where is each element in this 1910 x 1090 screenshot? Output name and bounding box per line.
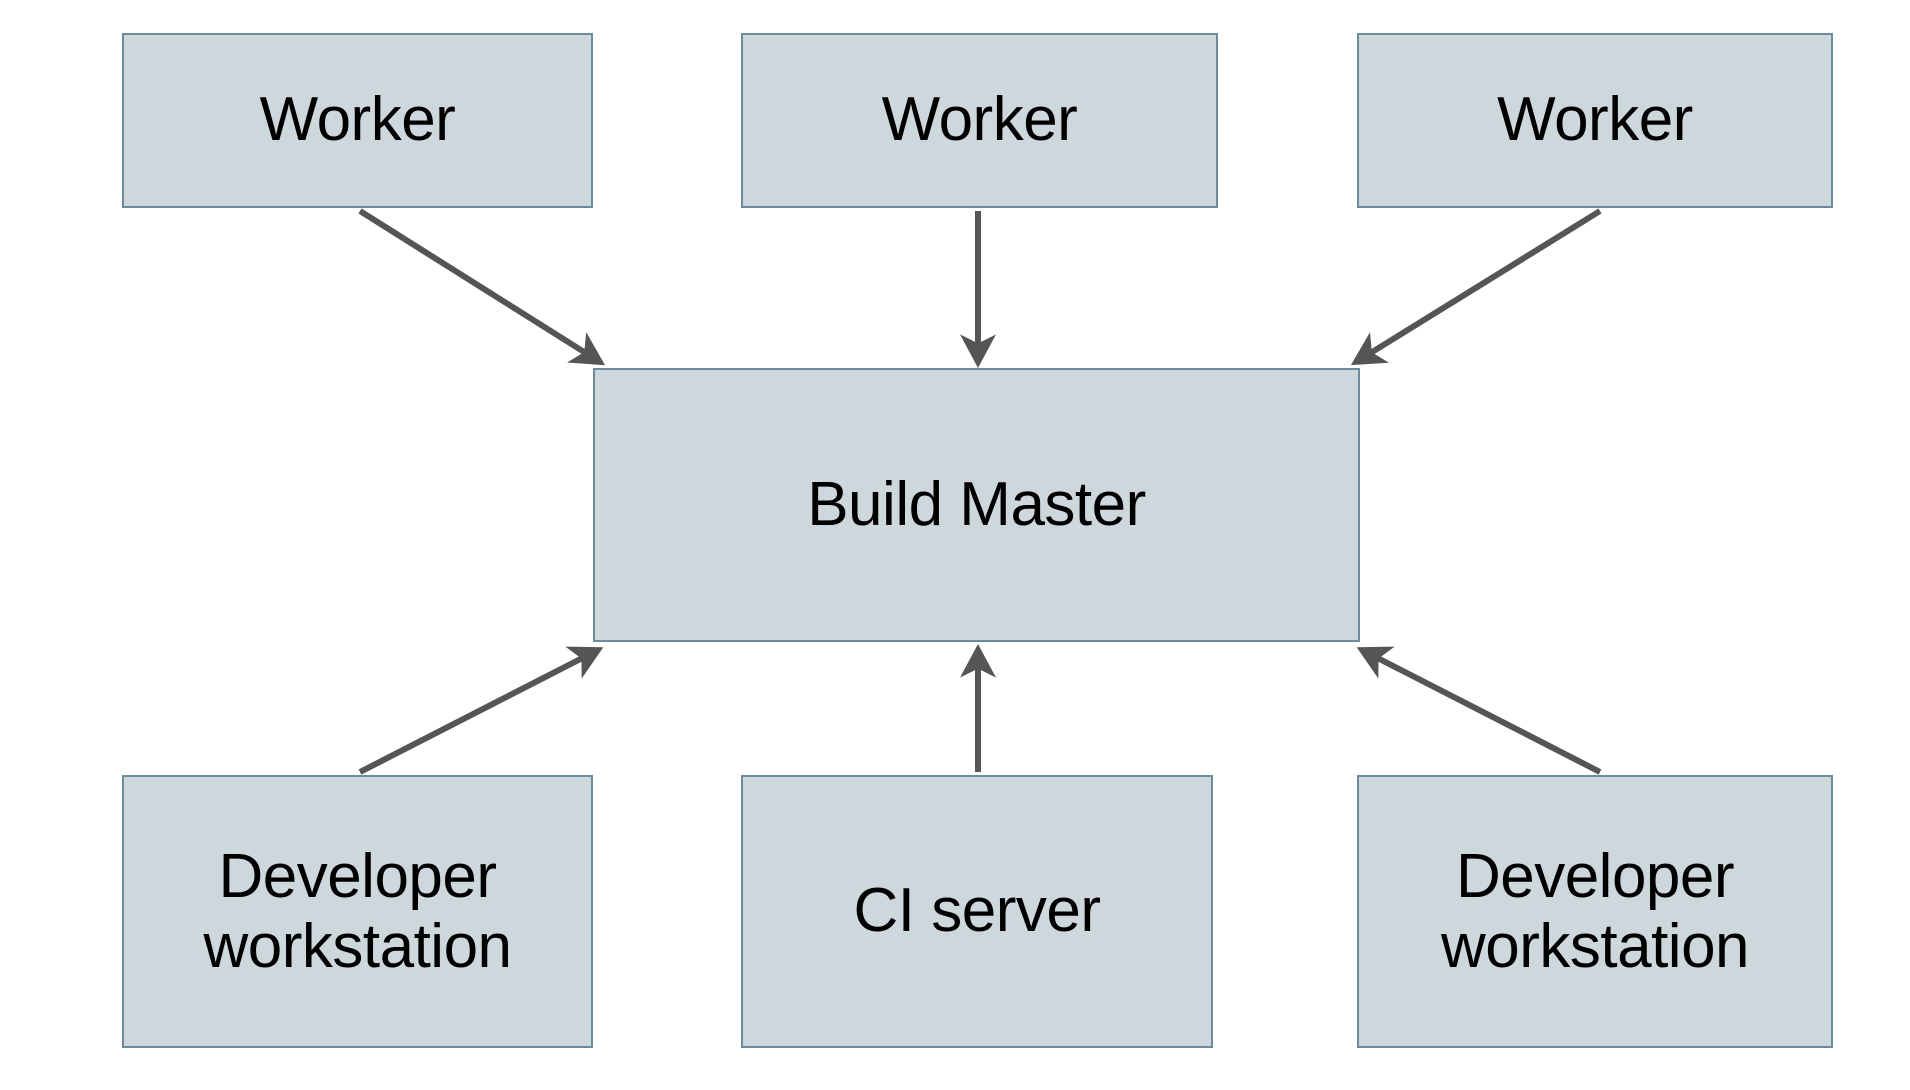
node-label: CI server (853, 876, 1101, 946)
edge-developer-workstation-left-to-build-master (358, 646, 604, 775)
node-label: Developer workstation (203, 842, 512, 981)
node-label: Worker (1497, 85, 1693, 155)
node-developer-workstation-left[interactable]: Developer workstation (122, 775, 593, 1048)
node-build-master[interactable]: Build Master (593, 368, 1360, 642)
node-ci-server[interactable]: CI server (741, 775, 1213, 1048)
edge-developer-workstation-right-to-build-master (1356, 646, 1602, 775)
edge-worker-top-right-to-build-master (1350, 208, 1602, 366)
node-worker-top-left[interactable]: Worker (122, 33, 593, 208)
node-worker-top-right[interactable]: Worker (1357, 33, 1833, 208)
node-developer-workstation-right[interactable]: Developer workstation (1357, 775, 1833, 1048)
node-worker-top-center[interactable]: Worker (741, 33, 1218, 208)
node-label: Developer workstation (1440, 842, 1750, 981)
node-label: Build Master (807, 469, 1146, 539)
node-label: Worker (259, 85, 456, 155)
node-label: Worker (881, 85, 1078, 155)
edge-worker-top-left-to-build-master (358, 208, 606, 366)
